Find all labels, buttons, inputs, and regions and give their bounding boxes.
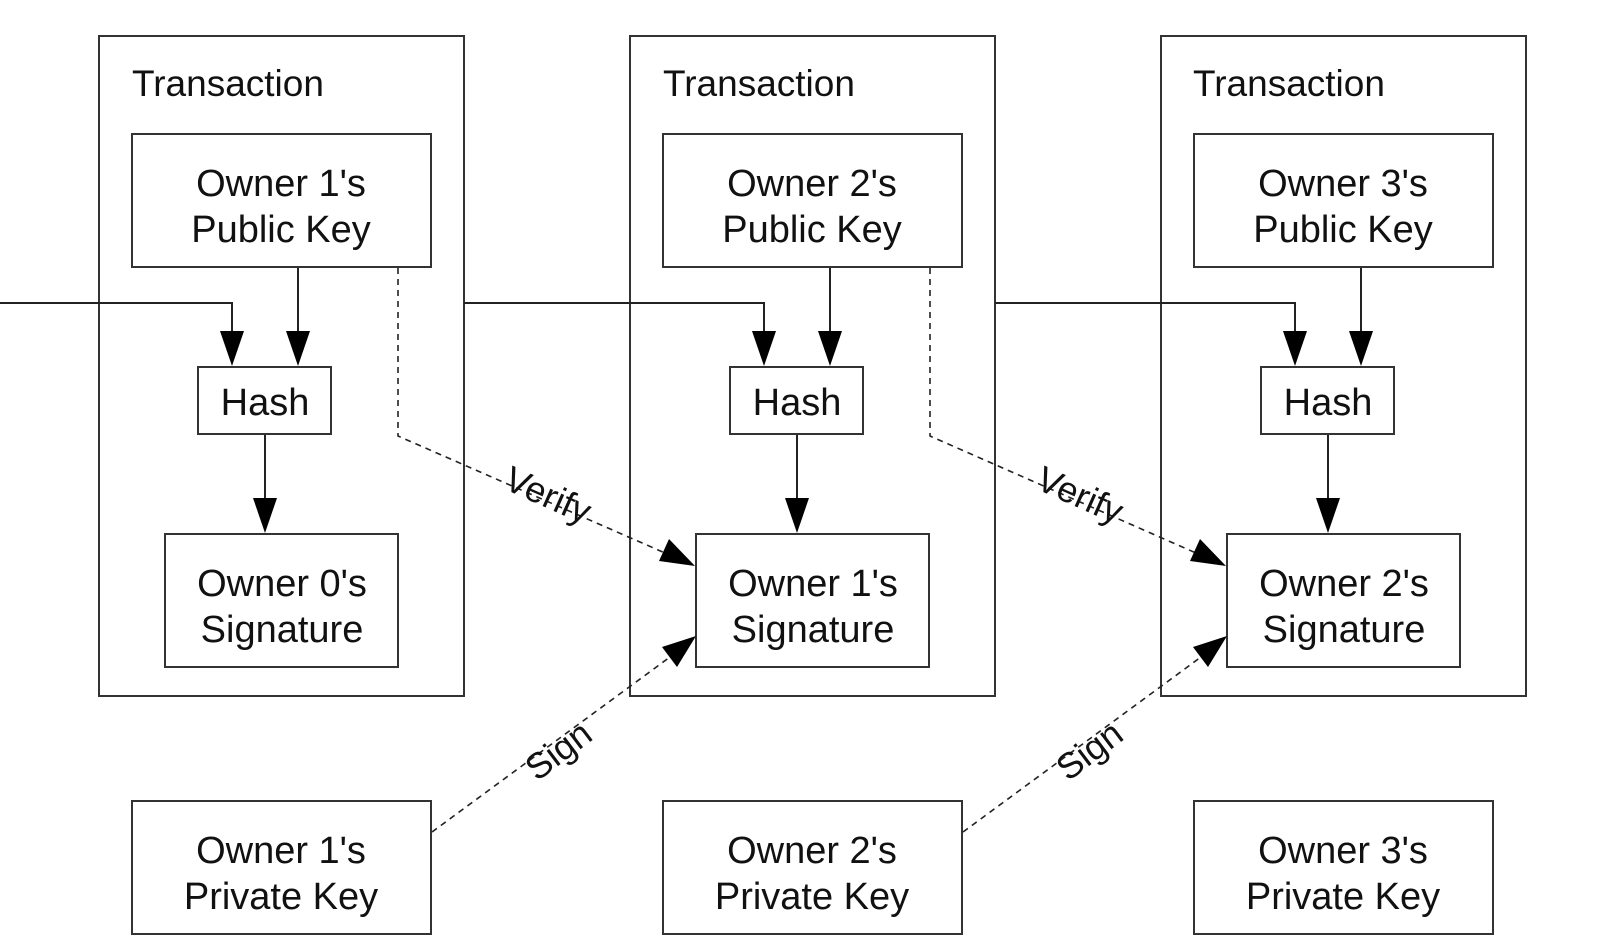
private-key-box-3: Owner 3's Private Key (1193, 800, 1494, 935)
hash-box-3: Hash (1260, 366, 1395, 435)
private-key-label-3: Private Key (1246, 876, 1440, 918)
public-key-label-3: Public Key (1253, 209, 1433, 251)
private-key-box-2: Owner 2's Private Key (662, 800, 963, 935)
signature-owner-3: Owner 2's (1259, 563, 1429, 605)
public-key-box-2: Owner 2's Public Key (662, 133, 963, 268)
sign-label-1: Sign (517, 712, 599, 788)
private-key-label-1: Private Key (184, 876, 378, 918)
prev-transaction-line-1 (0, 302, 233, 331)
hash-label-3: Hash (1284, 382, 1373, 424)
hash-label-2: Hash (753, 382, 842, 424)
signature-box-3: Owner 2's Signature (1226, 533, 1461, 668)
private-key-owner-1: Owner 1's (196, 830, 366, 872)
verify-line-1 (397, 268, 666, 554)
public-key-owner-3: Owner 3's (1258, 163, 1428, 205)
transaction-title-3: Transaction (1193, 63, 1385, 104)
signature-label-2: Signature (732, 609, 895, 651)
arrowhead-pubkey-2 (818, 331, 842, 366)
arrowhead-verify-2 (1190, 539, 1226, 566)
private-key-owner-2: Owner 2's (727, 830, 897, 872)
verify-label-2: Verify (1031, 458, 1130, 532)
private-key-box-1: Owner 1's Private Key (131, 800, 432, 935)
arrowhead-sign-1 (662, 636, 696, 667)
verify-line-2 (929, 268, 1197, 554)
arrowhead-pubkey-1 (286, 331, 310, 366)
arrowhead-hash-3 (1316, 498, 1340, 533)
sign-label-2: Sign (1048, 712, 1130, 788)
verify-label-1: Verify (499, 458, 598, 532)
transaction-title-1: Transaction (132, 63, 324, 104)
prev-transaction-line-3 (995, 302, 1296, 331)
arrowhead-prev-1 (220, 331, 244, 366)
arrowhead-prev-3 (1283, 331, 1307, 366)
public-key-box-3: Owner 3's Public Key (1193, 133, 1494, 268)
signature-box-1: Owner 0's Signature (164, 533, 399, 668)
signature-label-3: Signature (1263, 609, 1426, 651)
sign-line-2 (962, 656, 1202, 833)
arrowhead-hash-2 (785, 498, 809, 533)
public-key-owner-1: Owner 1's (196, 163, 366, 205)
arrowhead-pubkey-3 (1349, 331, 1373, 366)
private-key-label-2: Private Key (715, 876, 909, 918)
arrowhead-prev-2 (752, 331, 776, 366)
arrowhead-sign-2 (1193, 636, 1227, 667)
hash-box-2: Hash (729, 366, 864, 435)
public-key-box-1: Owner 1's Public Key (131, 133, 432, 268)
public-key-label-1: Public Key (191, 209, 371, 251)
signature-label-1: Signature (201, 609, 364, 651)
public-key-label-2: Public Key (722, 209, 902, 251)
public-key-owner-2: Owner 2's (727, 163, 897, 205)
hash-label-1: Hash (221, 382, 310, 424)
arrowhead-verify-1 (659, 539, 695, 566)
private-key-owner-3: Owner 3's (1258, 830, 1428, 872)
sign-line-1 (431, 656, 671, 833)
signature-box-2: Owner 1's Signature (695, 533, 930, 668)
prev-transaction-line-2 (464, 302, 765, 331)
signature-owner-2: Owner 1's (728, 563, 898, 605)
hash-box-1: Hash (197, 366, 332, 435)
signature-owner-1: Owner 0's (197, 563, 367, 605)
transaction-title-2: Transaction (663, 63, 855, 104)
arrowhead-hash-1 (253, 498, 277, 533)
